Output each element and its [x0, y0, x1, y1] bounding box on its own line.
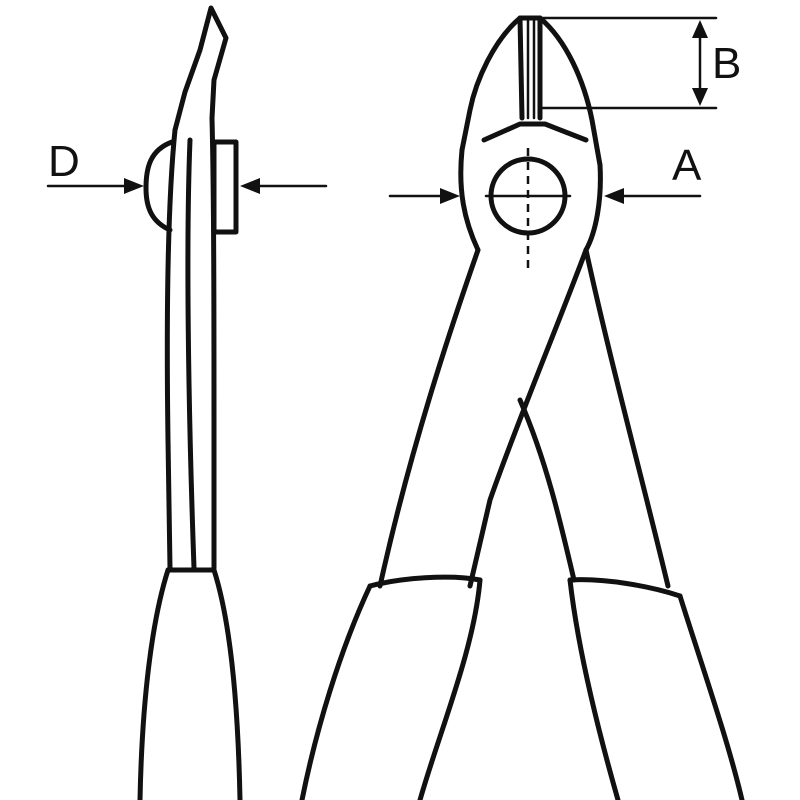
- front-view-jaw-bevel: [481, 121, 589, 143]
- front-view-jaw-head: [459, 15, 603, 168]
- dimension-d-label: D: [48, 137, 80, 186]
- dimension-a-label: A: [672, 141, 702, 190]
- front-view-right-grip-line: [567, 577, 683, 599]
- side-view-rivet-head: [143, 139, 175, 233]
- dimension-a-arrow-right: [604, 188, 624, 204]
- dimension-b-arrow-bottom: [692, 88, 708, 106]
- dimension-a: A: [388, 141, 702, 204]
- dimension-d-arrow-left: [124, 178, 144, 194]
- dimension-a-arrow-left: [440, 188, 460, 204]
- dimension-b-label: B: [712, 39, 741, 88]
- front-view-pivot-body: [458, 147, 603, 253]
- side-view-grip: [137, 567, 243, 800]
- front-view-left-handle: [377, 247, 589, 589]
- side-view-ridge: [185, 137, 197, 571]
- dimension-d: D: [46, 137, 328, 194]
- front-view-right-grip: [567, 577, 745, 800]
- side-view: D: [46, 5, 328, 800]
- front-view-edge-inner: [526, 18, 536, 120]
- dimension-d-arrow-right: [240, 178, 260, 194]
- dimension-b: B: [538, 16, 741, 110]
- front-view-cutting-edge: [517, 15, 543, 121]
- dimension-b-arrow-top: [692, 20, 708, 38]
- front-view: A B: [299, 15, 745, 800]
- side-view-rivet-plate: [211, 139, 239, 235]
- front-view-right-handle: [517, 247, 671, 589]
- side-view-shank: [164, 115, 217, 571]
- front-view-left-grip: [299, 577, 483, 800]
- front-view-left-grip-line: [367, 574, 483, 589]
- side-view-jaw: [172, 5, 229, 133]
